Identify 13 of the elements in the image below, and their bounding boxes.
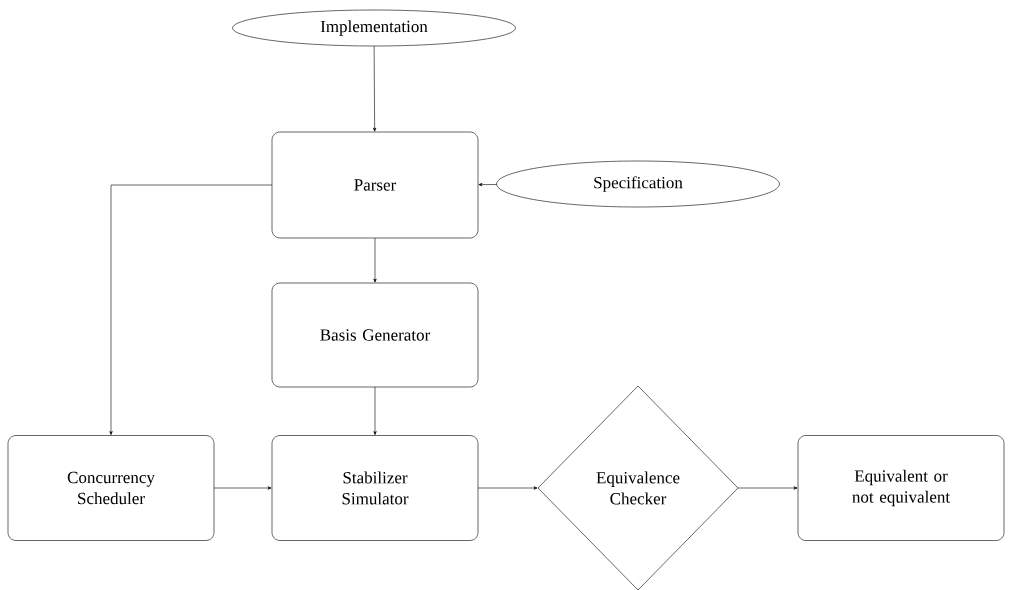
arrow xyxy=(737,486,798,490)
process-box: Stabilizer Simulator xyxy=(271,435,479,541)
process-box: Equivalent or not equivalent xyxy=(797,435,1005,541)
arrow xyxy=(477,486,538,490)
arrow xyxy=(109,184,273,435)
process-box: Basis Generator xyxy=(271,282,479,388)
process-box: Concurrency Scheduler xyxy=(7,435,215,541)
arrow xyxy=(373,237,377,283)
arrow xyxy=(478,183,497,187)
arrow xyxy=(373,45,377,132)
arrow xyxy=(213,486,272,490)
process-box: Parser xyxy=(271,131,479,239)
arrow xyxy=(373,386,377,435)
